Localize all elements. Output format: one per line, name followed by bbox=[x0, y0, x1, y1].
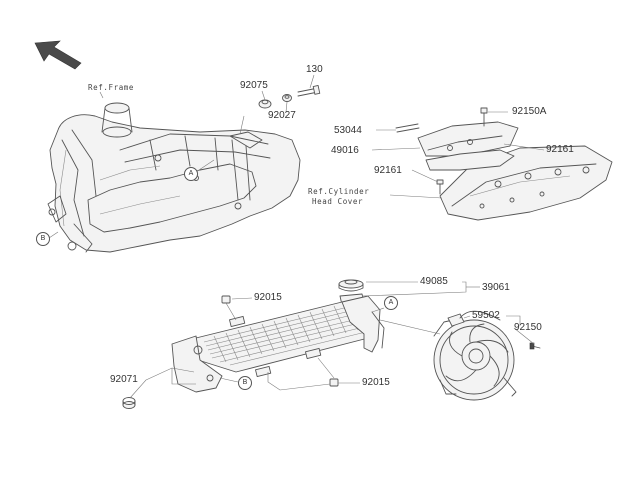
part-number-53044[interactable]: 53044 bbox=[334, 125, 362, 136]
part-number-92027[interactable]: 92027 bbox=[268, 110, 296, 121]
bolt-130-illustration bbox=[297, 85, 321, 97]
insulator-plate-illustration bbox=[417, 121, 519, 171]
part-number-92071[interactable]: 92071 bbox=[110, 374, 138, 385]
grommet-92015-lower-illustration bbox=[329, 378, 339, 387]
part-number-92075[interactable]: 92075 bbox=[240, 80, 268, 91]
marker-b-radiator: B bbox=[238, 376, 252, 390]
grommet-92015-upper-illustration bbox=[221, 295, 231, 304]
collar-92027-illustration bbox=[282, 94, 292, 102]
radiator-core-illustration bbox=[171, 295, 385, 393]
front-direction-arrow bbox=[34, 40, 82, 70]
part-number-39061[interactable]: 39061 bbox=[482, 282, 510, 293]
leader-lines bbox=[48, 74, 545, 399]
part-number-92150[interactable]: 92150 bbox=[514, 322, 542, 333]
part-number-92015-lower[interactable]: 92015 bbox=[362, 377, 390, 388]
fan-bolt-92150-illustration bbox=[529, 342, 541, 350]
small-bolt-92161-illustration bbox=[436, 179, 444, 195]
part-number-92015-upper[interactable]: 92015 bbox=[254, 292, 282, 303]
part-number-130[interactable]: 130 bbox=[306, 64, 323, 75]
part-number-92161-upper[interactable]: 92161 bbox=[546, 144, 574, 155]
part-number-92150a[interactable]: 92150A bbox=[512, 106, 547, 117]
frame-illustration bbox=[47, 102, 301, 253]
part-number-59502[interactable]: 59502 bbox=[472, 310, 500, 321]
part-number-49085[interactable]: 49085 bbox=[420, 276, 448, 287]
ref-cylinder-head-cover-label-line1: Ref.Cylinder bbox=[308, 187, 370, 196]
collar-92071-illustration bbox=[122, 397, 136, 409]
part-number-49016[interactable]: 49016 bbox=[331, 145, 359, 156]
ref-cylinder-head-cover-label-line2: Head Cover bbox=[312, 197, 364, 206]
bolt-92150a-illustration bbox=[480, 107, 488, 127]
radiator-fan-illustration bbox=[433, 310, 517, 401]
rod-53044-illustration bbox=[395, 123, 420, 133]
marker-a-radiator: A bbox=[384, 296, 398, 310]
marker-a-frame: A bbox=[184, 167, 198, 181]
marker-b-frame: B bbox=[36, 232, 50, 246]
radiator-cap-illustration bbox=[338, 279, 364, 292]
part-number-92161-lower[interactable]: 92161 bbox=[374, 165, 402, 176]
ref-frame-label: Ref.Frame bbox=[88, 83, 135, 92]
grommet-92075-illustration bbox=[258, 99, 272, 109]
